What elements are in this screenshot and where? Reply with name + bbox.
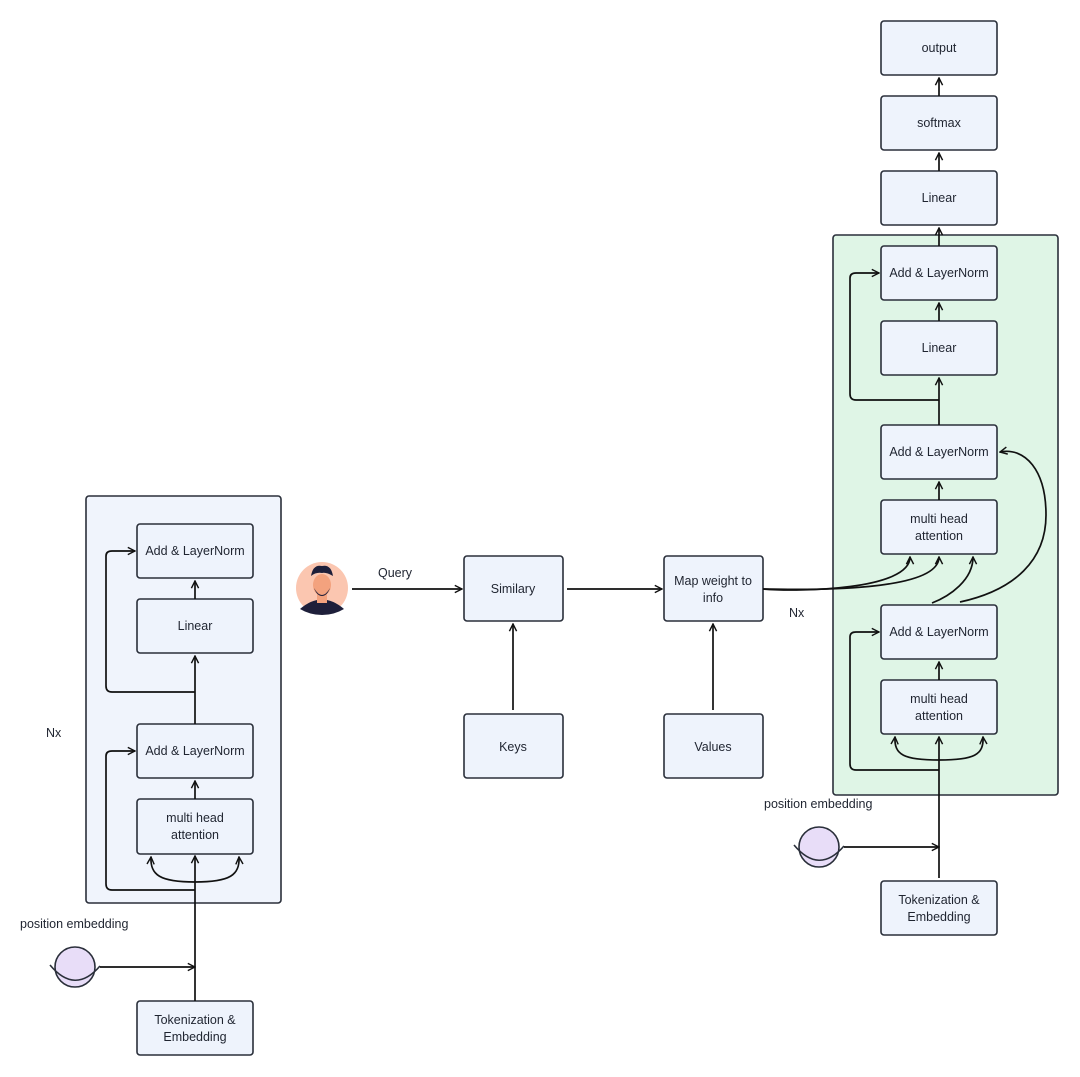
encoder-mha-right-branch xyxy=(194,857,239,883)
decoder-mha-cross-box[interactable]: multi head attention xyxy=(880,499,998,555)
encoder-mha-label-line2: attention xyxy=(171,828,219,842)
encoder-add-norm-bottom-label: Add & LayerNorm xyxy=(145,744,244,758)
decoder-mha-self-left-branch xyxy=(895,737,940,761)
query-label: Query xyxy=(378,566,413,580)
encoder-add-norm-top-box[interactable]: Add & LayerNorm xyxy=(136,523,254,579)
encoder-mha-left-branch xyxy=(151,857,196,883)
decoder-residual-3 xyxy=(849,273,939,401)
decoder-mha-cross-label-line1: multi head xyxy=(910,512,968,526)
decoder-add-norm-1-box[interactable]: Add & LayerNorm xyxy=(880,245,998,301)
decoder-softmax-label: softmax xyxy=(917,116,962,130)
decoder-linear-top-box[interactable]: Linear xyxy=(880,170,998,226)
map-weight-box[interactable]: Map weight to info xyxy=(663,555,764,622)
decoder-mha-self-right-branch xyxy=(938,737,983,761)
decoder-mha-cross-label-line2: attention xyxy=(915,529,963,543)
encoder-mha-label-line1: multi head xyxy=(166,811,224,825)
keys-box[interactable]: Keys xyxy=(463,713,564,779)
encoder-mha-box[interactable]: multi head attention xyxy=(136,798,254,855)
encoder-linear-box[interactable]: Linear xyxy=(136,598,254,654)
decoder-linear-mid-box[interactable]: Linear xyxy=(880,320,998,376)
similary-label: Similary xyxy=(491,582,536,596)
decoder-mha-self-label-line2: attention xyxy=(915,709,963,723)
decoder-query-to-cross-arrow xyxy=(931,557,973,604)
similary-box[interactable]: Similary xyxy=(463,555,564,622)
encoder-residual-2 xyxy=(105,551,195,693)
decoder-residual-2 xyxy=(959,451,1047,603)
encoder-add-norm-bottom-box[interactable]: Add & LayerNorm xyxy=(136,723,254,779)
decoder-position-embedding-label: position embedding xyxy=(764,797,872,811)
values-label: Values xyxy=(694,740,731,754)
decoder-softmax-box[interactable]: softmax xyxy=(880,95,998,151)
decoder-tokenization-label-line2: Embedding xyxy=(907,910,970,924)
decoder-tokenization-box[interactable]: Tokenization & Embedding xyxy=(880,880,998,936)
encoder-add-norm-top-label: Add & LayerNorm xyxy=(145,544,244,558)
decoder-add-norm-2-box[interactable]: Add & LayerNorm xyxy=(880,424,998,480)
encoder-tokenization-box[interactable]: Tokenization & Embedding xyxy=(136,1000,254,1056)
decoder-linear-top-label: Linear xyxy=(922,191,957,205)
decoder-add-norm-2-label: Add & LayerNorm xyxy=(889,445,988,459)
decoder-add-norm-3-label: Add & LayerNorm xyxy=(889,625,988,639)
planet-icon xyxy=(793,826,845,868)
person-avatar-icon xyxy=(296,562,348,615)
encoder-residual-1 xyxy=(105,751,195,891)
decoder-linear-mid-label: Linear xyxy=(922,341,957,355)
decoder-tokenization-label-line1: Tokenization & xyxy=(898,893,980,907)
decoder-add-norm-3-box[interactable]: Add & LayerNorm xyxy=(880,604,998,660)
decoder-output-box[interactable]: output xyxy=(880,20,998,76)
decoder-nx-label: Nx xyxy=(789,606,805,620)
decoder-mha-self-label-line1: multi head xyxy=(910,692,968,706)
map-weight-label-line1: Map weight to xyxy=(674,574,752,588)
encoder-tokenization-label-line1: Tokenization & xyxy=(154,1013,236,1027)
decoder-output-label: output xyxy=(922,41,957,55)
encoder-nx-label: Nx xyxy=(46,726,62,740)
map-weight-to-cross-arrow-2 xyxy=(762,557,939,591)
encoder-position-embedding-label: position embedding xyxy=(20,917,128,931)
encoder-tokenization-label-line2: Embedding xyxy=(163,1030,226,1044)
decoder-add-norm-1-label: Add & LayerNorm xyxy=(889,266,988,280)
decoder-mha-self-box[interactable]: multi head attention xyxy=(880,679,998,735)
encoder-linear-label: Linear xyxy=(178,619,213,633)
decoder-residual-1 xyxy=(849,632,939,771)
values-box[interactable]: Values xyxy=(663,713,764,779)
planet-icon xyxy=(49,946,101,988)
map-weight-label-line2: info xyxy=(703,591,723,605)
keys-label: Keys xyxy=(499,740,527,754)
